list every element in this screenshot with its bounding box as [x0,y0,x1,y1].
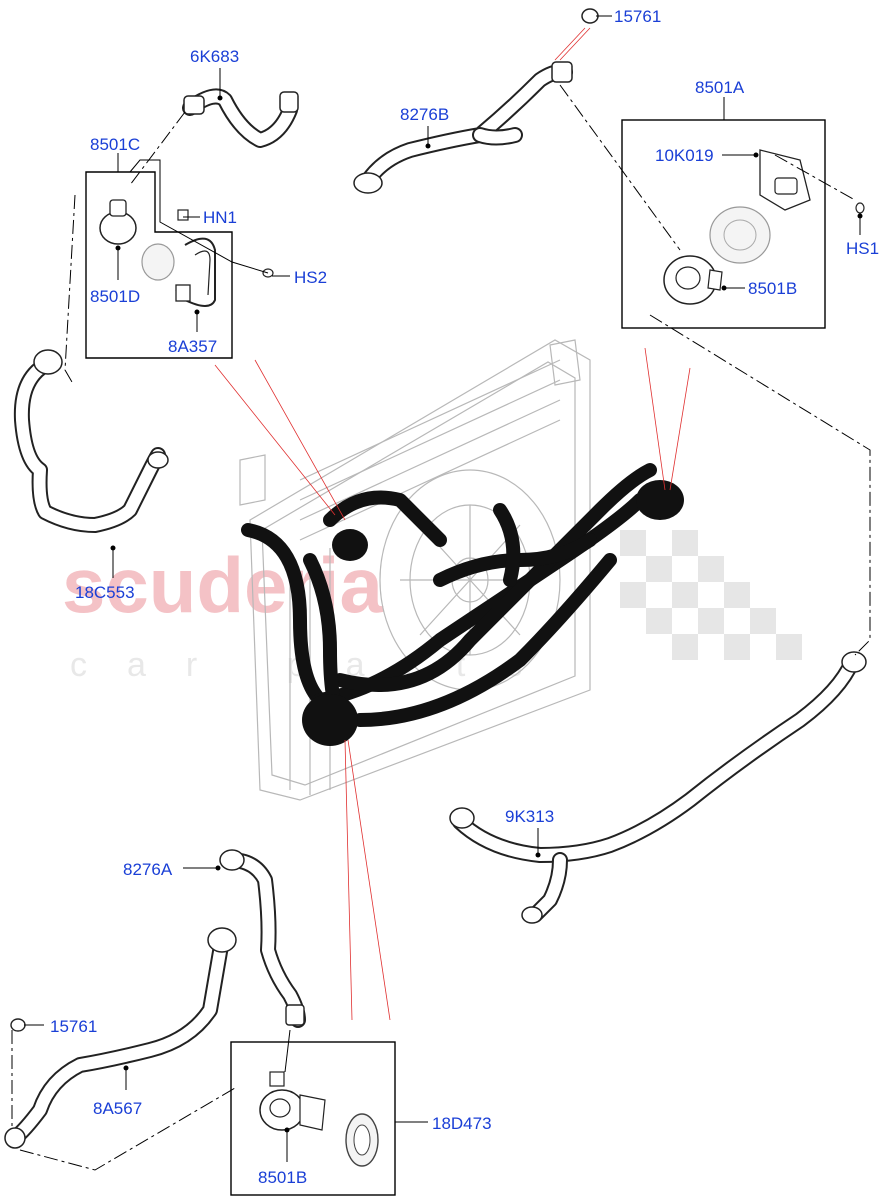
callout-10K019: 10K019 [655,146,714,165]
callout-HS2: HS2 [294,268,327,287]
leader-lines [24,15,863,1162]
callout-18D473: 18D473 [432,1114,492,1133]
callout-9K313: 9K313 [505,807,554,826]
callout-8A357: 8A357 [168,337,217,356]
callout-HN1: HN1 [203,208,237,227]
red-leaders [214,27,691,1021]
callout-8501A: 8501A [695,78,745,97]
hose-8A567 [4,927,237,1149]
callout-8501B-top: 8501B [748,279,797,298]
callout-15761-bottom: 15761 [50,1017,97,1036]
hose-6K683 [182,88,299,148]
group-18D473 [230,1041,396,1196]
watermark: scuderia car parts [62,530,802,684]
callout-15761-top: 15761 [614,7,661,26]
group-8501C [85,171,274,359]
callout-18C553: 18C553 [75,583,135,602]
callout-8276B: 8276B [400,105,449,124]
callout-HS1: HS1 [846,239,879,258]
callout-8501C: 8501C [90,135,140,154]
callout-8501D: 8501D [90,287,140,306]
callout-6K683: 6K683 [190,47,239,66]
callout-8A567: 8A567 [93,1099,142,1118]
group-8501A [621,119,826,329]
clip-15761-bottom [10,1018,26,1032]
hose-8276B [353,61,573,194]
hose-8276A [219,849,306,1028]
hose-18C553 [13,349,169,533]
assembled-hoses [241,463,684,746]
clip-15761-top [581,8,599,24]
callout-labels: 15761 6K683 8276B 8501A 10K019 HS1 8501B… [50,7,879,1187]
screw-HS1 [855,202,865,214]
dash-dot-lines [11,84,871,1171]
checkered-flag-icon [620,530,802,660]
hose-9K313 [449,651,867,924]
callout-8276A: 8276A [123,860,173,879]
callout-8501B-bottom: 8501B [258,1168,307,1187]
